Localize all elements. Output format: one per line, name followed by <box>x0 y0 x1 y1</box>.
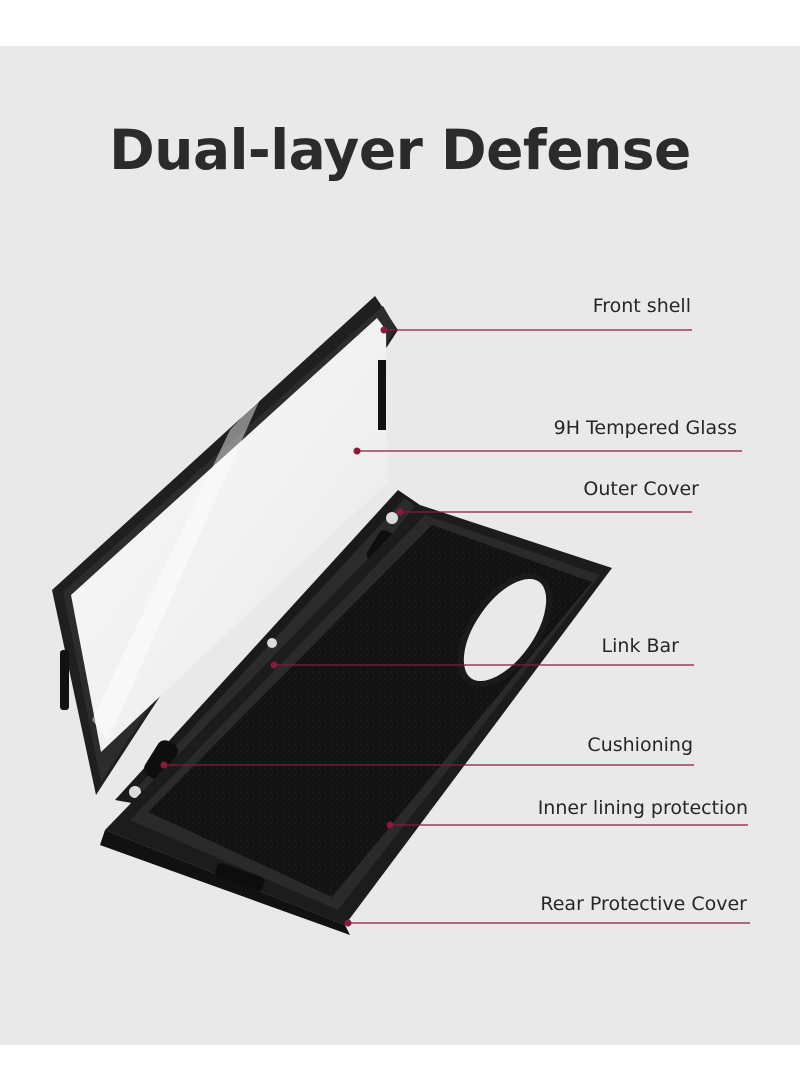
label-rear-cover: Rear Protective Cover <box>540 893 747 915</box>
camera-cutout <box>457 572 553 688</box>
label-front-shell: Front shell <box>592 295 691 317</box>
rear-protective-cover <box>100 505 612 935</box>
label-cushioning: Cushioning <box>587 734 693 756</box>
page-title: Dual-layer Defense <box>109 118 691 182</box>
label-inner-lining: Inner lining protection <box>537 797 748 819</box>
front-shell <box>52 296 398 795</box>
label-outer-cover: Outer Cover <box>583 478 699 500</box>
tempered-glass-panel <box>71 318 388 752</box>
label-link-bar: Link Bar <box>601 635 679 657</box>
callout-leaders <box>160 326 750 927</box>
label-tempered-glass: 9H Tempered Glass <box>553 417 737 439</box>
